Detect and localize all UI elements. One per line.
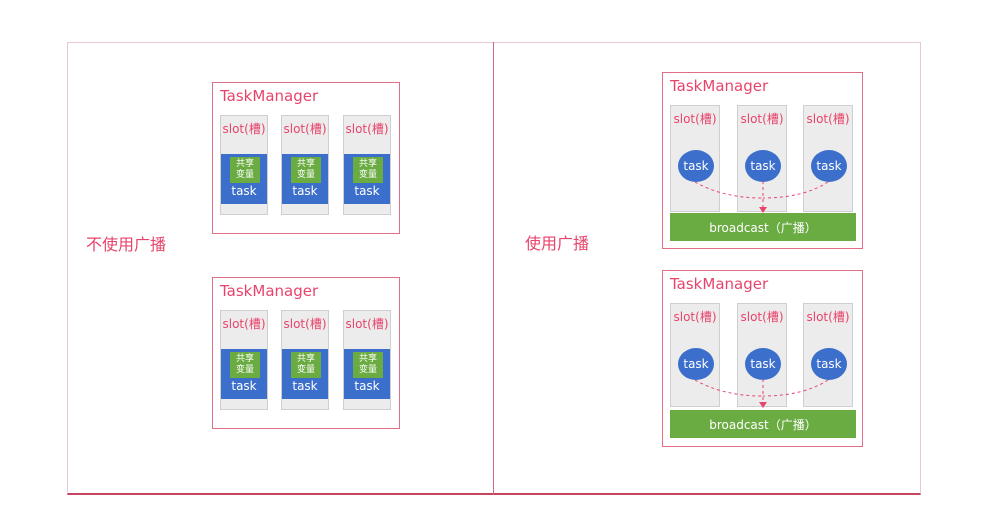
slot: slot(槽) task [737, 303, 787, 407]
slot: slot(槽) 共享变量 task [343, 115, 391, 215]
taskmanager-title: TaskManager [670, 275, 769, 293]
task-node: task [745, 348, 781, 380]
taskmanager-box: TaskManager slot(槽) task slot(槽) task sl… [662, 72, 863, 249]
slot-label: slot(槽) [283, 122, 327, 136]
task-block: 共享变量 task [344, 349, 390, 399]
shared-variable: 共享变量 [353, 352, 383, 378]
shared-variable: 共享变量 [230, 157, 260, 183]
slot-label: slot(槽) [283, 317, 327, 331]
task-label: task [231, 379, 257, 393]
shared-variable-line2: 变量 [235, 170, 254, 180]
taskmanager-title: TaskManager [220, 87, 319, 105]
shared-variable: 共享变量 [291, 352, 321, 378]
shared-variable-line1: 共享 [296, 159, 315, 169]
slot-label: slot(槽) [345, 317, 389, 331]
slot: slot(槽) task [803, 303, 853, 407]
shared-variable-line1: 共享 [358, 159, 377, 169]
shared-variable: 共享变量 [230, 352, 260, 378]
shared-variable-line2: 变量 [296, 170, 315, 180]
slot: slot(槽) 共享变量 task [220, 310, 268, 410]
dashed-arrow-left [694, 379, 764, 397]
no-broadcast-label: 不使用广播 [86, 235, 167, 254]
task-block: 共享变量 task [282, 154, 328, 204]
task-node: task [811, 348, 847, 380]
slot-label: slot(槽) [222, 317, 266, 331]
slot-label: slot(槽) [673, 310, 717, 324]
slot-label: slot(槽) [806, 112, 850, 126]
task-node: task [678, 150, 714, 182]
slot-label: slot(槽) [673, 112, 717, 126]
broadcast-arrows [694, 181, 829, 213]
task-label: task [354, 379, 380, 393]
shared-variable-line1: 共享 [358, 354, 377, 364]
slot: slot(槽) task [670, 105, 720, 212]
task-block: 共享变量 task [221, 154, 267, 204]
taskmanager-title: TaskManager [220, 282, 319, 300]
task-label: task [231, 184, 257, 198]
shared-variable-line2: 变量 [296, 365, 315, 375]
slot: slot(槽) 共享变量 task [281, 310, 329, 410]
task-node: task [745, 150, 781, 182]
slot-label: slot(槽) [222, 122, 266, 136]
slot-label: slot(槽) [740, 112, 784, 126]
broadcast-bar: broadcast（广播） [670, 213, 856, 241]
shared-variable: 共享变量 [291, 157, 321, 183]
panel-divider [493, 42, 494, 495]
shared-variable-line1: 共享 [296, 354, 315, 364]
slot: slot(槽) task [803, 105, 853, 212]
slot: slot(槽) 共享变量 task [281, 115, 329, 215]
broadcast-arrows [694, 379, 829, 408]
task-block: 共享变量 task [221, 349, 267, 399]
broadcast-label: 使用广播 [525, 234, 590, 253]
shared-variable-line1: 共享 [235, 354, 254, 364]
taskmanager-box: TaskManager slot(槽) 共享变量 task slot(槽) 共享… [212, 82, 400, 234]
broadcast-bar: broadcast（广播） [670, 410, 856, 438]
slot: slot(槽) 共享变量 task [220, 115, 268, 215]
dashed-arrow-right [762, 181, 829, 199]
task-node: task [811, 150, 847, 182]
shared-variable-line2: 变量 [358, 170, 377, 180]
slot: slot(槽) 共享变量 task [343, 310, 391, 410]
shared-variable: 共享变量 [353, 157, 383, 183]
taskmanager-box: TaskManager slot(槽) 共享变量 task slot(槽) 共享… [212, 277, 400, 429]
taskmanager-title: TaskManager [670, 77, 769, 95]
diagram-frame [67, 42, 921, 495]
task-node: task [678, 348, 714, 380]
dashed-arrow-left [694, 181, 764, 199]
slot-label: slot(槽) [740, 310, 784, 324]
shared-variable-line2: 变量 [358, 365, 377, 375]
shared-variable-line1: 共享 [235, 159, 254, 169]
task-block: 共享变量 task [282, 349, 328, 399]
arrow-head [759, 402, 767, 408]
task-block: 共享变量 task [344, 154, 390, 204]
slot-label: slot(槽) [806, 310, 850, 324]
task-label: task [292, 184, 318, 198]
shared-variable-line2: 变量 [235, 365, 254, 375]
dashed-arrow-right [762, 379, 829, 397]
task-label: task [292, 379, 318, 393]
slot: slot(槽) task [670, 303, 720, 407]
slot-label: slot(槽) [345, 122, 389, 136]
taskmanager-box: TaskManager slot(槽) task slot(槽) task sl… [662, 270, 863, 447]
task-label: task [354, 184, 380, 198]
arrow-head [759, 207, 767, 213]
